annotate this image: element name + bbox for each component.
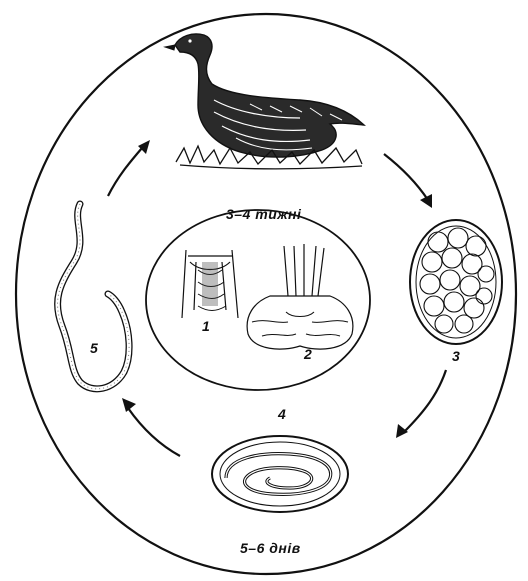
arrowhead-2 [396,424,408,438]
stage-label-5: 5 [90,340,98,356]
stage-label-4: 4 [278,406,286,422]
arrow-eggs-to-larva [404,370,446,432]
egg-illustration [410,220,502,344]
stage-label-2: 2 [304,346,312,362]
arrow-worm-to-goose [108,148,142,196]
goose-illustration [165,34,364,169]
arrow-goose-to-eggs [384,154,428,200]
egg-stage-duration: 5–6 днів [240,540,301,556]
cycle-arrowheads [122,140,432,438]
stage-label-1: 1 [202,318,210,334]
coiled-larva-illustration [212,436,348,512]
inner-oval [146,210,370,390]
detail-drawing-2 [247,244,353,349]
arrow-larva-to-worm [128,408,180,456]
stage-label-3: 3 [452,348,460,364]
detail-drawing-1 [182,250,238,318]
cycle-arrows [108,148,446,456]
adult-worm-illustration [58,204,130,389]
host-stage-duration: 3–4 тижні [226,206,301,222]
